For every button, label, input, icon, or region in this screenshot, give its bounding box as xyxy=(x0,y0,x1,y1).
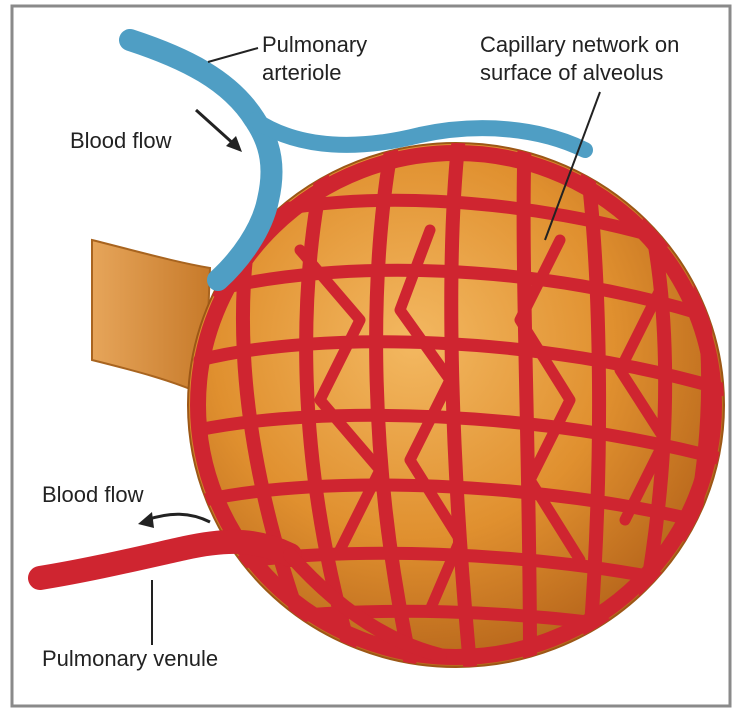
arrow-flow-in xyxy=(196,110,242,152)
label-pulmonary-venule: Pulmonary venule xyxy=(42,646,218,671)
label-arteriole-line2: arteriole xyxy=(262,60,341,85)
label-capillary-line2: surface of alveolus xyxy=(480,60,663,85)
leader-arteriole xyxy=(208,48,258,62)
label-blood-flow-out: Blood flow xyxy=(42,482,144,507)
label-blood-flow-in: Blood flow xyxy=(70,128,172,153)
label-arteriole-line1: Pulmonary xyxy=(262,32,367,57)
label-capillary-line1: Capillary network on xyxy=(480,32,679,57)
arrow-flow-out xyxy=(138,512,210,528)
pulmonary-arteriole xyxy=(130,40,272,280)
